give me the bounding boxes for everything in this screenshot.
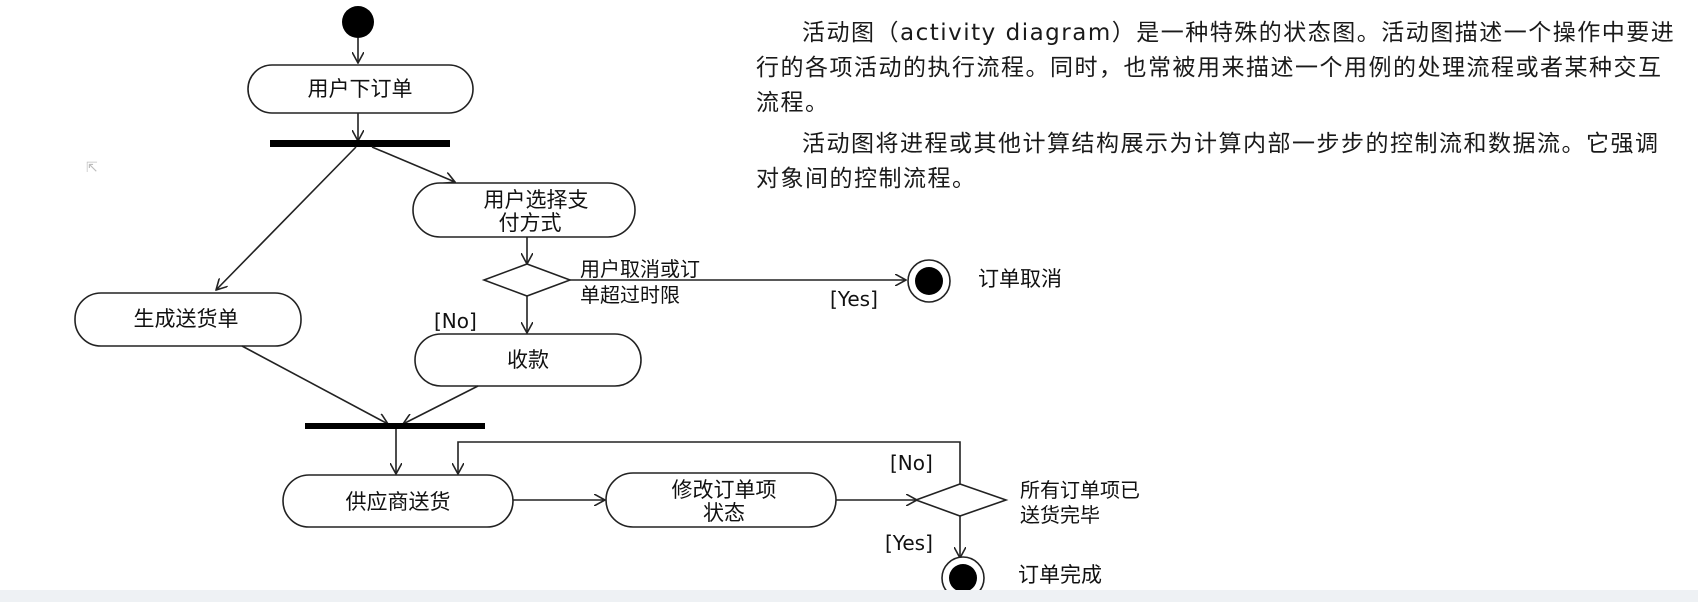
activity-choose-payment: [412, 182, 636, 238]
final-node-complete-inner: [949, 564, 977, 592]
description-paragraph-2: 活动图将进程或其他计算结构展示为计算内部一步步的控制流和数据流。它强调对象间的控…: [756, 131, 1660, 192]
decision-cancel: [481, 263, 573, 297]
guard-yes-complete: [Yes]: [885, 531, 933, 555]
activity-place-order-label: 用户下订单: [308, 77, 413, 101]
final-node-cancel-inner: [915, 267, 943, 295]
flow-fork-to-delivery: [216, 146, 357, 290]
activity-collect-payment-label: 收款: [507, 348, 549, 372]
activity-update-status-label-2: 状态: [703, 501, 745, 525]
join-bar: [305, 423, 485, 429]
activity-update-status-label-1: 修改订单项: [672, 478, 777, 502]
bottom-strip: [0, 590, 1698, 602]
flow-delivery-to-join: [241, 345, 388, 424]
activity-choose-payment-label-1: 用户选择支: [484, 188, 589, 212]
description-paragraph-1: 活动图（activity diagram）是一种特殊的状态图。活动图描述一个操作…: [756, 20, 1676, 116]
decision-all-delivered: [913, 483, 1009, 517]
activity-place-order: [247, 64, 474, 114]
activity-supplier-delivery-label: 供应商送货: [346, 490, 451, 514]
decision-all-delivered-label-1: 所有订单项已: [1020, 478, 1140, 502]
flow-collect-to-join: [403, 385, 479, 424]
activity-collect-payment: [414, 333, 642, 387]
final-complete-label: 订单完成: [1018, 563, 1102, 587]
final-cancel-label: 订单取消: [978, 267, 1062, 291]
guard-no-loop: [No]: [890, 451, 933, 475]
guard-no-collect: [No]: [434, 309, 477, 333]
activity-choose-payment-label-2: 付方式: [499, 211, 562, 235]
guard-yes-cancel: [Yes]: [830, 287, 878, 311]
fork-bar-1: [270, 140, 450, 147]
activity-supplier-delivery: [282, 474, 514, 528]
decision-cancel-label-2: 单超过时限: [580, 283, 680, 307]
cursor-icon: ⇱: [86, 160, 98, 176]
activity-generate-delivery: [74, 292, 302, 347]
decision-cancel-label-1: 用户取消或订: [580, 257, 700, 281]
initial-node: [342, 6, 374, 38]
description-text: 活动图（activity diagram）是一种特殊的状态图。活动图描述一个操作…: [756, 16, 1676, 203]
flow-loop-back: [458, 441, 961, 484]
activity-generate-delivery-label: 生成送货单: [134, 307, 239, 331]
flow-fork-to-payment: [371, 146, 455, 182]
decision-all-delivered-label-2: 送货完毕: [1020, 503, 1100, 527]
